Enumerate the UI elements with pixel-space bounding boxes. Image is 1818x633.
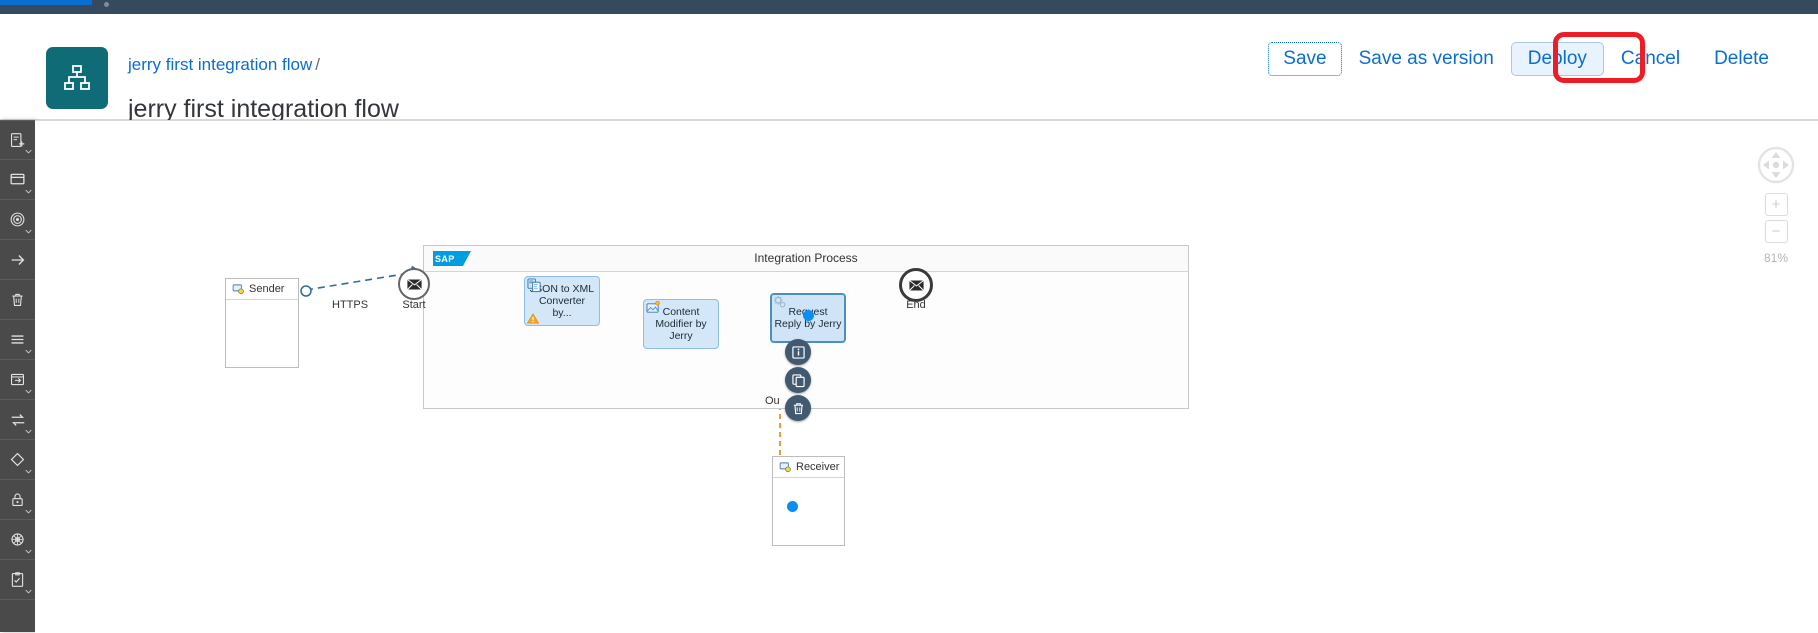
shell-dot <box>104 2 109 7</box>
trash-icon <box>793 402 803 414</box>
delete-button[interactable] <box>785 395 811 421</box>
exchange-icon[interactable] <box>0 400 35 440</box>
security-lock-icon[interactable] <box>0 480 35 520</box>
save-as-version-button[interactable]: Save as version <box>1358 48 1494 69</box>
end-event-label: End <box>906 299 926 311</box>
add-step-icon[interactable] <box>0 120 35 160</box>
breadcrumb-link[interactable]: jerry first integration flow <box>128 55 313 74</box>
warning-icon <box>526 313 540 324</box>
diagram-canvas[interactable]: SAP Integration Process Sender HTTPS <box>35 120 1818 633</box>
sap-logo-text: SAP <box>435 253 455 264</box>
mapping-icon[interactable] <box>0 520 35 560</box>
zoom-level-label: 81% <box>1763 251 1789 265</box>
content-modifier-label: Content Modifier by Jerry <box>655 306 707 342</box>
json-to-xml-converter-step[interactable]: JSON to XML Converter by... <box>524 276 600 326</box>
deploy-button[interactable]: Deploy <box>1510 42 1604 76</box>
zoom-out-button[interactable]: − <box>1764 220 1788 243</box>
copy-icon <box>791 373 805 387</box>
request-reply-step[interactable]: Request Reply by Jerry <box>770 293 846 343</box>
receiver-connection-dot[interactable] <box>787 501 798 512</box>
request-reply-icon <box>774 296 786 308</box>
json-to-xml-task-box: JSON to XML Converter by... <box>524 276 600 326</box>
shell-accent <box>0 0 92 5</box>
info-icon <box>791 345 805 359</box>
content-modifier-icon <box>646 300 660 313</box>
shell-bar <box>0 0 1818 14</box>
receiver-label: Receiver <box>796 461 840 473</box>
start-event-circle <box>398 268 430 300</box>
sender-label: Sender <box>249 283 285 295</box>
envelope-icon <box>406 278 422 290</box>
receiver-participant[interactable]: Receiver <box>772 456 845 546</box>
start-event-label: Start <box>402 299 426 311</box>
pan-control-icon[interactable] <box>1756 145 1796 185</box>
duplicate-button[interactable] <box>785 367 811 393</box>
pool-header: SAP Integration Process <box>424 246 1188 272</box>
breadcrumb: jerry first integration flow/ <box>128 55 320 75</box>
page-title: jerry first integration flow <box>128 95 399 123</box>
arrow-right-icon[interactable] <box>0 240 35 280</box>
lines-icon[interactable] <box>0 320 35 360</box>
sender-header: Sender <box>226 279 298 300</box>
envelope-icon <box>908 279 924 291</box>
sender-anchor-icon[interactable] <box>299 284 313 298</box>
call-activity-icon[interactable] <box>0 360 35 400</box>
zoom-in-button[interactable]: + <box>1764 193 1788 216</box>
participant-icon <box>232 284 244 295</box>
start-event[interactable]: Start <box>398 268 430 311</box>
save-button[interactable]: Save <box>1268 42 1342 76</box>
cancel-button[interactable]: Cancel <box>1620 48 1681 69</box>
trash-icon[interactable] <box>0 280 35 320</box>
zoom-controls: + − 81% <box>1756 145 1796 265</box>
participant-icon <box>779 462 791 473</box>
breadcrumb-separator: / <box>315 55 320 74</box>
gateway-icon[interactable] <box>0 440 35 480</box>
output-flow-label: Ou <box>765 395 780 407</box>
content-modifier-step[interactable]: Content Modifier by Jerry <box>643 299 719 349</box>
https-flow-label: HTTPS <box>332 299 369 311</box>
receiver-header: Receiver <box>773 457 844 478</box>
page-header: jerry first integration flow/ jerry firs… <box>0 14 1818 123</box>
sender-participant[interactable]: Sender <box>225 278 299 368</box>
pool-title: Integration Process <box>754 251 858 265</box>
end-event[interactable]: End <box>899 268 933 311</box>
end-event-circle <box>899 268 933 302</box>
converter-icon <box>527 278 541 293</box>
event-icon[interactable] <box>0 200 35 240</box>
hierarchy-icon <box>46 47 108 109</box>
json-to-xml-label: JSON to XML Converter by... <box>529 283 595 319</box>
properties-button[interactable] <box>785 339 811 365</box>
palette-toolbar <box>0 120 35 632</box>
subprocess-icon[interactable] <box>0 160 35 200</box>
request-reply-connection-dot[interactable] <box>803 310 814 321</box>
header-actions: Save Save as version Deploy Cancel Delet… <box>1268 42 1786 76</box>
sap-logo-icon: SAP <box>433 251 471 266</box>
delete-button[interactable]: Delete <box>1714 48 1769 69</box>
validator-icon[interactable] <box>0 560 35 600</box>
